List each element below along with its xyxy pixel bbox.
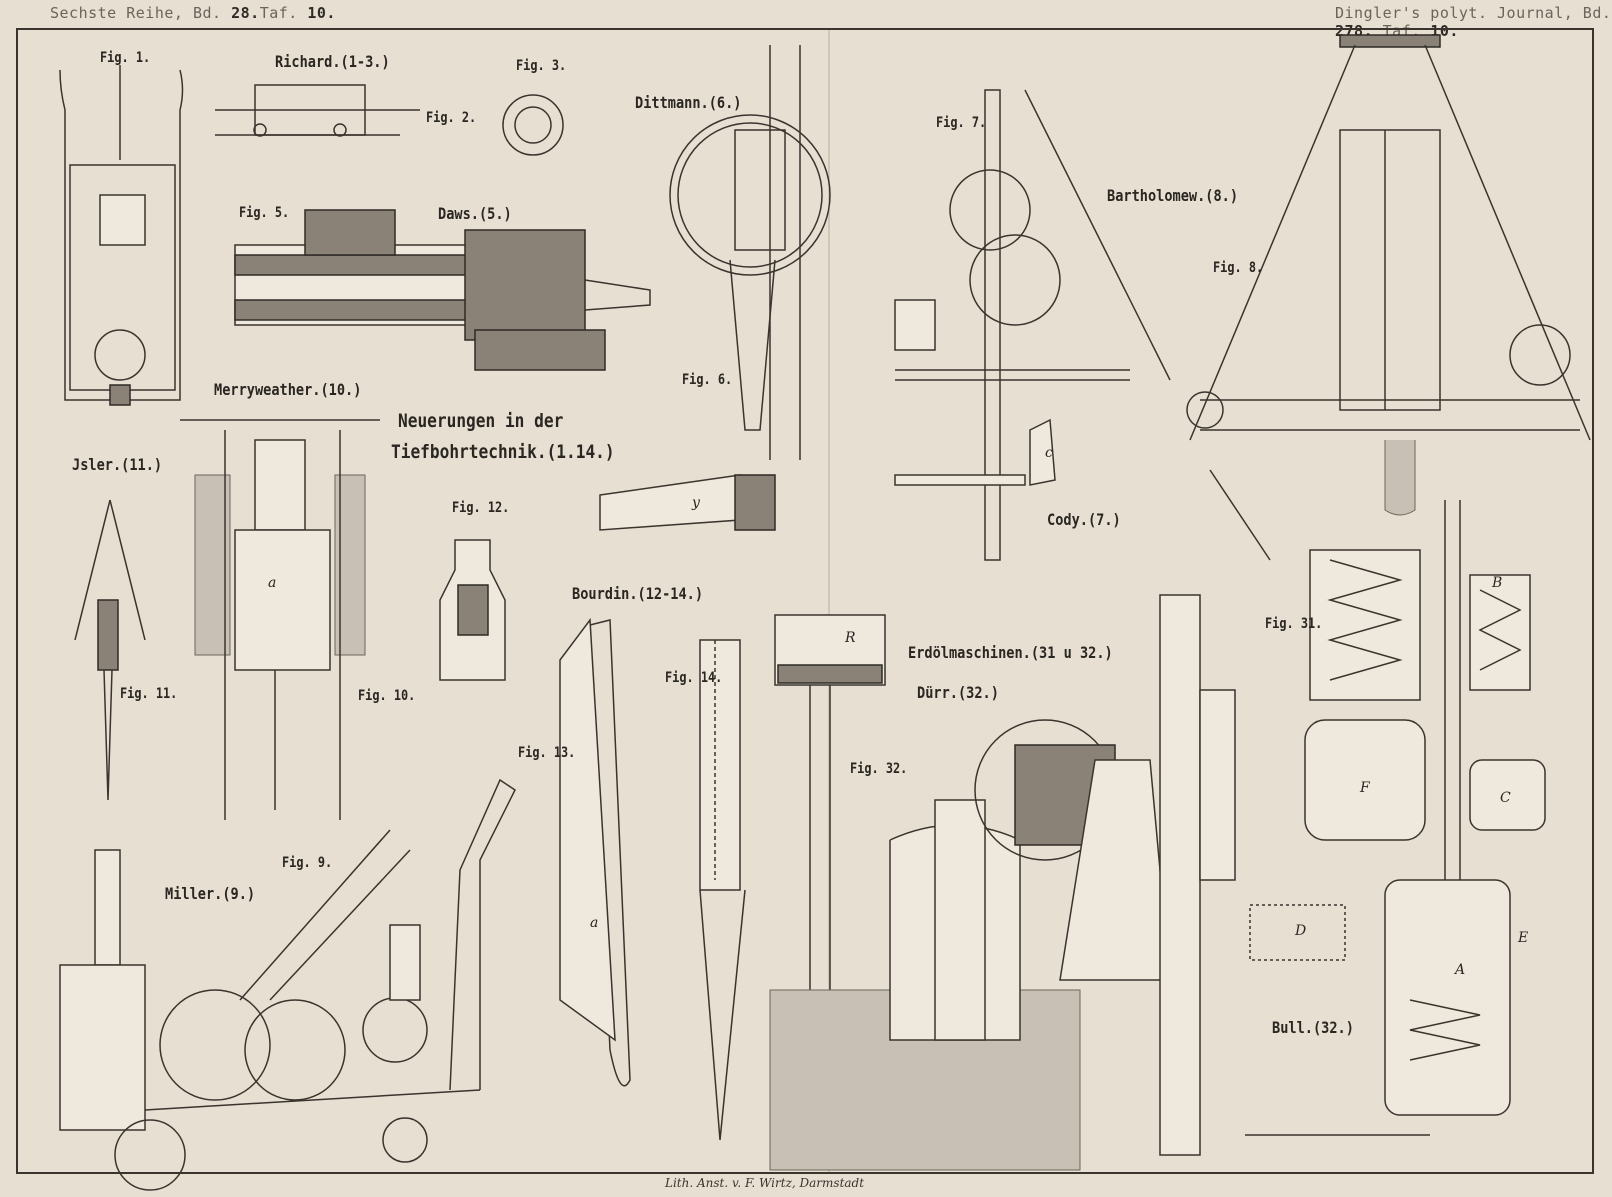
- plate-title-line2: Tiefbohrtechnik.(1.14.): [391, 441, 615, 463]
- fig31-label: Fig. 31.: [1265, 616, 1323, 632]
- part-letter-a-fig13: a: [590, 915, 599, 931]
- fig3-ring: [502, 94, 564, 156]
- isler-label: Jsler.(11.): [72, 455, 163, 474]
- part-letter-B: B: [1492, 575, 1503, 591]
- cody-label: Cody.(7.): [1047, 510, 1121, 529]
- fig1-label: Fig. 1.: [100, 50, 151, 66]
- fig9-miller-locomotive: [59, 778, 516, 1191]
- part-letter-F: F: [1360, 780, 1370, 796]
- fig11-isler-tool: [74, 499, 146, 801]
- part-letter-C: C: [1500, 790, 1511, 806]
- fig8-bartholomew-derrick: [1186, 34, 1591, 561]
- fig12-valve: [439, 539, 506, 681]
- daws-label: Daws.(5.): [438, 204, 512, 223]
- bourdin-label: Bourdin.(12-14.): [572, 584, 704, 603]
- fig11-label: Fig. 11.: [120, 686, 178, 702]
- fig6-dittmann-wheel: [599, 45, 831, 531]
- fig2-richard-carriage: [215, 84, 420, 137]
- series-text: Sechste Reihe, Bd.: [50, 4, 222, 22]
- fig12-label: Fig. 12.: [452, 500, 510, 516]
- fig32-duerr-engine: [769, 594, 1236, 1171]
- part-letter-E: E: [1518, 930, 1529, 946]
- duerr-label: Dürr.(32.): [917, 683, 999, 702]
- part-letter-R: R: [845, 630, 856, 646]
- fig9-label: Fig. 9.: [282, 855, 333, 871]
- part-letter-A: A: [1455, 962, 1466, 978]
- fig31-bull-still: [1245, 500, 1546, 1136]
- bull-label: Bull.(32.): [1272, 1018, 1354, 1037]
- fig6-label: Fig. 6.: [682, 372, 733, 388]
- journal-text: Dingler's polyt. Journal, Bd.: [1335, 4, 1612, 22]
- fig7-cody-rig: [894, 89, 1171, 561]
- part-letter-y-fig6: y: [692, 495, 700, 511]
- part-letter-c-fig7: c: [1045, 445, 1053, 461]
- fig1-drill-head: [59, 65, 184, 406]
- plate-frame: [16, 28, 1594, 1174]
- fig13-bourdin-tool: [559, 617, 631, 1087]
- fig10-label: Fig. 10.: [358, 688, 416, 704]
- richard-label: Richard.(1-3.): [275, 52, 390, 71]
- merryweather-label: Merryweather.(10.): [214, 380, 362, 399]
- fig8-label: Fig. 8.: [1213, 260, 1264, 276]
- volume-number: 28.: [231, 4, 260, 22]
- lithographer-imprint: Lith. Anst. v. F. Wirtz, Darmstadt: [665, 1176, 865, 1190]
- bartholomew-label: Bartholomew.(8.): [1107, 186, 1239, 205]
- part-letter-D: D: [1295, 923, 1307, 939]
- plate-number: 10.: [307, 4, 336, 22]
- fig7-label: Fig. 7.: [936, 115, 987, 131]
- fig5-daws-tool: [234, 209, 651, 371]
- plate-header-left: Sechste Reihe, Bd. 28.Taf. 10.: [50, 4, 336, 22]
- fig13-label: Fig. 13.: [518, 745, 576, 761]
- fig5-label: Fig. 5.: [239, 205, 290, 221]
- plate-title-line1: Neuerungen in der: [398, 410, 564, 432]
- fig32-label: Fig. 32.: [850, 761, 908, 777]
- taf-label: Taf.: [259, 4, 298, 22]
- fig14-label: Fig. 14.: [665, 670, 723, 686]
- erdoelmaschinen-label: Erdölmaschinen.(31 u 32.): [908, 643, 1113, 662]
- fig14-grab: [699, 639, 746, 1141]
- fig2-label: Fig. 2.: [426, 110, 477, 126]
- dittmann-label: Dittmann.(6.): [635, 93, 742, 112]
- part-letter-a-fig10: a: [268, 575, 277, 591]
- miller-label: Miller.(9.): [165, 884, 256, 903]
- fig3-label: Fig. 3.: [516, 58, 567, 74]
- fig10-merryweather-tool: [180, 419, 380, 820]
